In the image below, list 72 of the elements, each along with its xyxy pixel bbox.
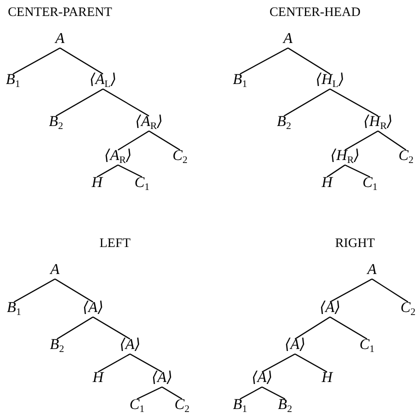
tree-branch bbox=[92, 316, 130, 340]
tree-branch bbox=[136, 386, 162, 400]
tree-branch bbox=[262, 386, 286, 400]
tree-node-label: ⟨H$_{R}$⟩ bbox=[363, 114, 393, 130]
tree-branch bbox=[118, 130, 150, 150]
tree-node-label: H bbox=[92, 175, 102, 191]
tree-branch bbox=[130, 354, 162, 372]
tree-branch bbox=[330, 278, 372, 302]
tree-title: CENTER-HEAD bbox=[270, 4, 360, 20]
tree-node-label: C$_{2}$ bbox=[400, 300, 416, 316]
tree-node-label: ⟨A⟩ bbox=[152, 370, 172, 386]
tree-node-label: ⟨A⟩ bbox=[82, 300, 104, 316]
tree-branch bbox=[96, 164, 118, 178]
tree-node-label: ⟨A⟩ bbox=[320, 300, 340, 316]
tree-node-label: ⟨H$_{L}$⟩ bbox=[316, 72, 344, 88]
tree-node-label: H bbox=[322, 370, 332, 386]
tree-node-label: ⟨A⟩ bbox=[120, 337, 140, 353]
tree-branch bbox=[326, 164, 346, 178]
tree-branch bbox=[98, 354, 130, 372]
tree-branch bbox=[54, 278, 94, 302]
tree-node-label: C$_{2}$ bbox=[398, 148, 414, 164]
tree-branch bbox=[378, 130, 406, 150]
tree-node-label: B$_{1}$ bbox=[232, 397, 248, 413]
tree-node-label: C$_{1}$ bbox=[130, 397, 144, 413]
tree-node-label: B$_{2}$ bbox=[278, 397, 292, 413]
tree-branch bbox=[118, 164, 142, 178]
tree-branch bbox=[330, 88, 378, 116]
tree-node-label: A bbox=[55, 31, 65, 47]
tree-node-label: C$_{1}$ bbox=[362, 175, 378, 191]
tree-node-label: H bbox=[92, 370, 104, 386]
tree-node-label: ⟨A⟩ bbox=[284, 337, 306, 353]
tree-branch bbox=[56, 316, 94, 340]
tree-node-label: ⟨A$_{R}$⟩ bbox=[135, 114, 163, 130]
tree-node-label: C$_{2}$ bbox=[174, 397, 190, 413]
tree-branch bbox=[294, 316, 330, 340]
tree-node-label: B$_{2}$ bbox=[48, 114, 64, 130]
tree-branch bbox=[344, 130, 378, 150]
tree-title: CENTER-PARENT bbox=[8, 4, 112, 20]
tree-node-label: A bbox=[50, 262, 60, 278]
tree-node-label: A bbox=[283, 31, 293, 47]
tree-branch bbox=[102, 88, 150, 116]
tree-node-label: B$_{1}$ bbox=[6, 72, 20, 88]
tree-branch bbox=[240, 386, 262, 400]
tree-branch bbox=[162, 386, 182, 400]
tree-title: LEFT bbox=[99, 235, 131, 251]
tree-branch bbox=[12, 48, 60, 74]
tree-title: RIGHT bbox=[335, 235, 375, 251]
tree-branch bbox=[330, 316, 368, 340]
tree-branch bbox=[240, 48, 288, 74]
tree-branch bbox=[262, 354, 296, 372]
tree-node-label: A bbox=[367, 262, 377, 278]
tree-branch bbox=[284, 88, 330, 116]
tree-node-label: ⟨A⟩ bbox=[252, 370, 272, 386]
tree-node-label: C$_{1}$ bbox=[134, 175, 150, 191]
tree-branch bbox=[56, 88, 104, 116]
tree-branch bbox=[14, 278, 56, 302]
tree-node-label: B$_{2}$ bbox=[276, 114, 292, 130]
tree-branch bbox=[372, 278, 408, 302]
tree-node-label: B$_{2}$ bbox=[50, 337, 64, 353]
tree-node-label: B$_{1}$ bbox=[232, 72, 248, 88]
tree-branch bbox=[288, 48, 330, 74]
tree-node-label: ⟨A$_{R}$⟩ bbox=[104, 148, 132, 164]
tree-node-label: ⟨H$_{R}$⟩ bbox=[330, 148, 360, 164]
tree-node-label: C$_{2}$ bbox=[172, 148, 188, 164]
tree-node-label: ⟨A$_{L}$⟩ bbox=[90, 72, 116, 88]
tree-node-label: B$_{1}$ bbox=[6, 300, 22, 316]
tree-branch bbox=[60, 48, 104, 74]
tree-branch bbox=[148, 130, 180, 150]
tree-node-label: H bbox=[322, 175, 332, 191]
tree-branch bbox=[294, 354, 328, 372]
tree-node-label: C$_{1}$ bbox=[360, 337, 374, 353]
tree-branch bbox=[344, 164, 370, 178]
